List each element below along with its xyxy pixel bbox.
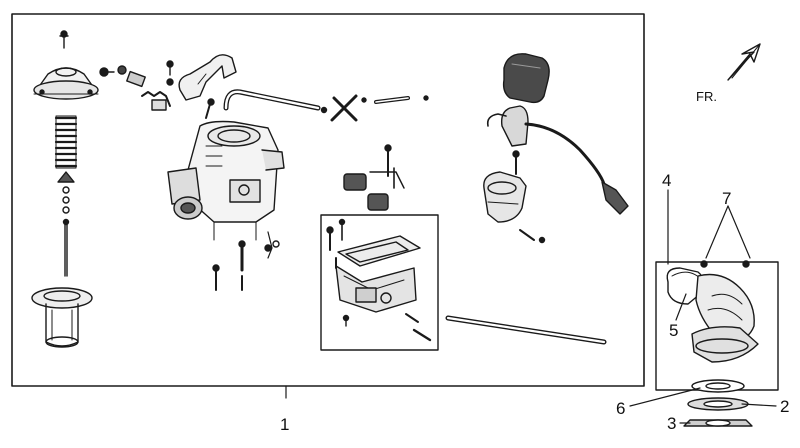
callout-4: 4 — [662, 171, 672, 190]
slide-needle-stack — [31, 30, 99, 348]
callout-3: 3 — [667, 414, 677, 433]
leader-line-5 — [675, 293, 687, 321]
callout-1: 1 — [280, 415, 290, 434]
front-direction-arrow — [727, 43, 761, 81]
throttle-cable-bracket — [178, 54, 237, 101]
hose-clips — [330, 94, 429, 122]
float-bowl — [326, 218, 432, 342]
callout-2: 2 — [780, 397, 790, 416]
vent-hose — [223, 89, 328, 114]
callout-5: 5 — [669, 321, 679, 340]
intake-manifold — [666, 260, 759, 427]
jets-and-screws — [212, 240, 246, 291]
leader-line-6 — [629, 387, 701, 407]
auto-choke — [483, 53, 629, 244]
carburetor-body — [167, 98, 285, 259]
small-fasteners-top — [99, 60, 174, 111]
callout-7: 7 — [722, 189, 732, 208]
callout-6: 6 — [616, 399, 626, 418]
drain-hose — [445, 315, 607, 345]
float-bowl-subframe — [320, 214, 439, 351]
float-assembly — [343, 144, 405, 211]
leader-line-2 — [741, 403, 777, 407]
leader-line-7b — [727, 205, 751, 259]
front-direction-label: FR. — [696, 89, 717, 104]
leader-line-7a — [705, 205, 729, 259]
carburetor-assembly-frame — [11, 13, 645, 387]
